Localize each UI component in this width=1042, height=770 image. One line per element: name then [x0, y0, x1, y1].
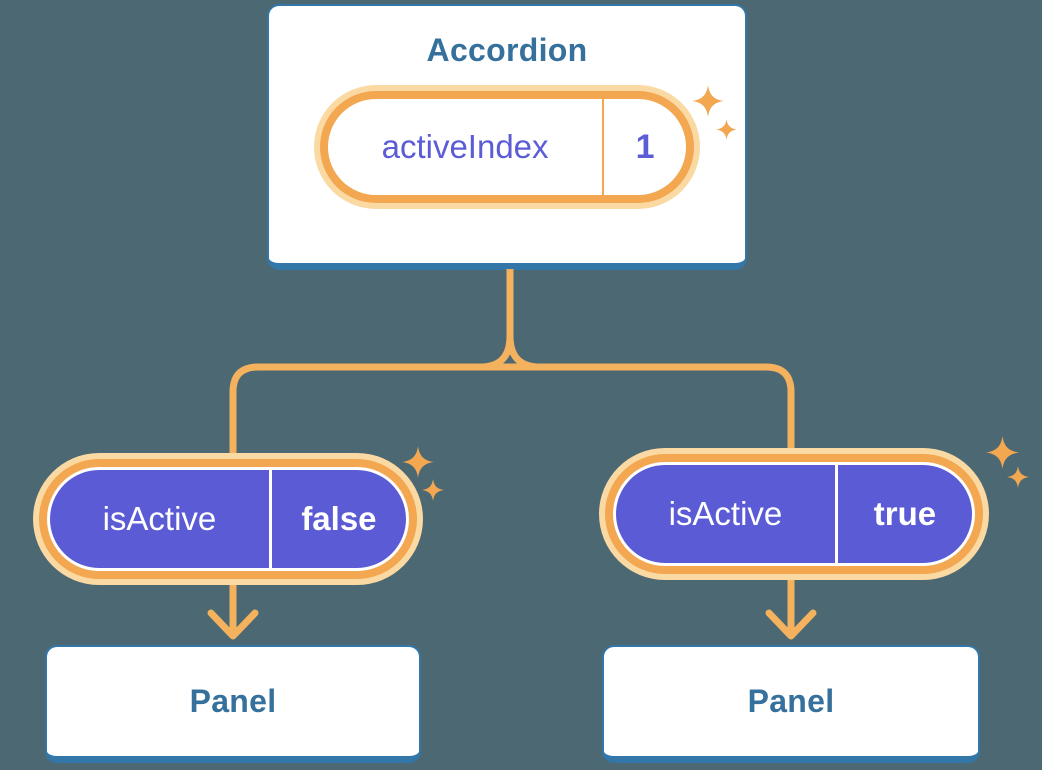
panel-node: Panel: [45, 645, 421, 763]
accordion-node: Accordion activeIndex 1: [267, 4, 747, 270]
sparkle-icon: [422, 479, 444, 501]
prop-pill: isActive false: [33, 453, 423, 585]
sparkle-icon: [1007, 466, 1029, 488]
sparkle-icon: [692, 85, 724, 117]
prop-name: isActive: [668, 495, 783, 532]
state-pill-body: activeIndex 1: [328, 99, 686, 195]
arrow-down-icon: [765, 568, 817, 640]
prop-pill: isActive true: [599, 448, 989, 580]
prop-pill-ring: isActive false: [39, 459, 417, 579]
panel-label: Panel: [189, 683, 277, 719]
state-name: activeIndex: [381, 128, 549, 165]
state-value: 1: [635, 127, 655, 166]
prop-value: true: [873, 495, 937, 532]
sparkle-icon: [402, 446, 434, 478]
state-pill: activeIndex 1: [314, 85, 700, 209]
panel-label: Panel: [747, 683, 835, 719]
pill-divider: [834, 465, 838, 563]
pill-divider: [268, 470, 272, 568]
state-pill-ring: activeIndex 1: [320, 91, 694, 203]
accordion-title: Accordion: [426, 32, 588, 68]
stem-join-right: [506, 335, 541, 371]
pill-divider: [602, 99, 605, 195]
panel-node: Panel: [602, 645, 980, 763]
sparkle-icon: [716, 119, 737, 140]
sparkle-icon: [986, 436, 1019, 469]
prop-name: isActive: [102, 500, 217, 537]
prop-pill-body: isActive true: [613, 462, 975, 566]
branch-connector: [229, 363, 795, 470]
prop-value: false: [301, 500, 377, 537]
stem-join-left: [479, 335, 514, 371]
prop-pill-body: isActive false: [47, 467, 409, 571]
prop-pill-ring: isActive true: [605, 454, 983, 574]
